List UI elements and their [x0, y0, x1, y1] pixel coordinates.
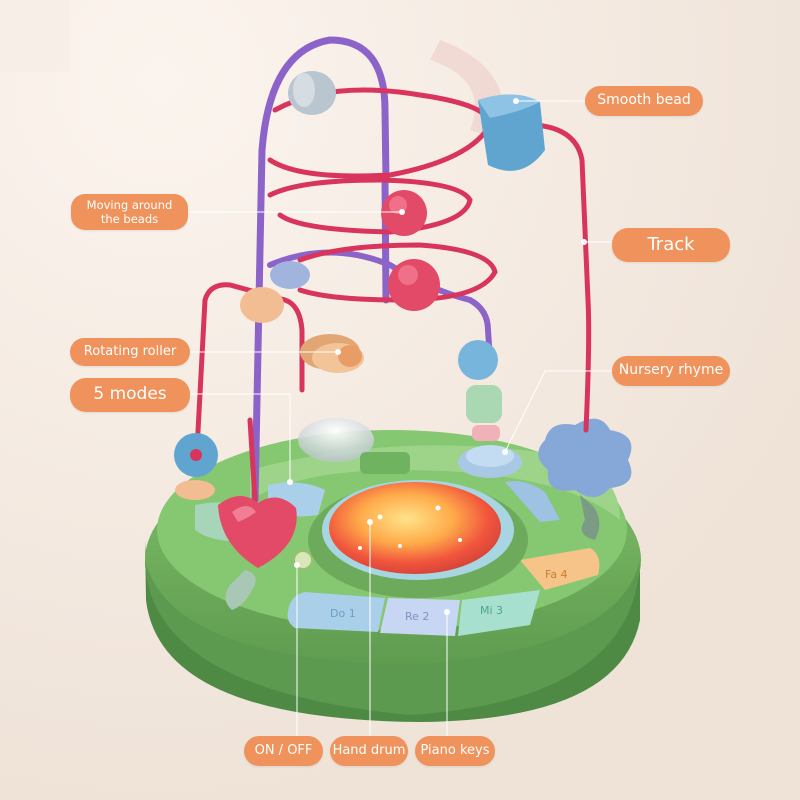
callout-hand-drum: Hand drum — [330, 736, 408, 766]
sprout-decoration — [225, 570, 256, 610]
flower-knob — [538, 418, 632, 498]
blue-bead-right — [458, 340, 498, 380]
modes-dot — [287, 479, 293, 485]
peach-bead-left — [175, 480, 215, 500]
piano-key-4-label: Fa 4 — [545, 568, 568, 581]
callout-nursery-text: Nursery rhyme — [618, 362, 724, 379]
callout-nursery-rhyme: Nursery rhyme — [612, 356, 730, 386]
callout-piano-text: Piano keys — [420, 742, 490, 758]
callout-modes-text: 5 modes — [93, 384, 167, 405]
piano-keys: Do 1 Re 2 Mi 3 Fa 4 — [287, 548, 600, 636]
piano-key-3 — [458, 590, 540, 636]
piano-key-1 — [287, 592, 385, 632]
speaker-grill — [360, 452, 410, 474]
piano-key-4 — [520, 548, 600, 590]
piano-dot — [444, 609, 450, 615]
drum-dot — [367, 519, 373, 525]
callout-smooth-bead-text: Smooth bead — [597, 92, 691, 109]
purple-wire-2 — [381, 176, 390, 304]
red-bead-2 — [388, 259, 440, 311]
red-wire-right — [507, 121, 592, 433]
red-wire-front — [247, 417, 258, 503]
piano-key-1-label: Do 1 — [330, 607, 356, 620]
blue-bead-mid — [270, 261, 310, 289]
teal-bead-stack — [466, 385, 502, 423]
callout-smooth-bead: Smooth bead — [585, 86, 703, 116]
callout-piano-keys: Piano keys — [415, 736, 495, 766]
callout-lines — [186, 98, 614, 736]
piano-key-2-label: Re 2 — [405, 610, 429, 623]
callout-roller-text: Rotating roller — [83, 343, 177, 359]
callout-five-modes: 5 modes — [70, 378, 190, 412]
callout-drum-text: Hand drum — [332, 742, 406, 758]
flower-stem — [580, 495, 600, 540]
nursery-dot — [502, 449, 508, 455]
pink-bead-stack — [472, 425, 500, 441]
red-spiral-low — [297, 242, 498, 303]
callout-moving-beads: Moving around the beads — [71, 194, 188, 230]
on-off-dot — [294, 562, 300, 568]
peach-bead — [240, 287, 284, 323]
callout-rotating-roller: Rotating roller — [70, 338, 190, 366]
callout-track-text: Track — [647, 233, 695, 255]
piano-key-3-label: Mi 3 — [480, 604, 503, 617]
red-spiral-mid — [267, 177, 473, 235]
callout-moving-line-1: Moving around — [86, 197, 173, 212]
background-block — [0, 0, 70, 72]
purple-wire-1 — [251, 36, 390, 504]
smooth-bead — [478, 94, 545, 171]
callout-track: Track — [612, 228, 730, 262]
callout-on-off: ON / OFF — [244, 736, 323, 766]
blue-key-piece — [505, 481, 560, 522]
heart-bead — [218, 495, 297, 568]
light-dome — [298, 418, 374, 462]
piano-key-2 — [380, 598, 460, 636]
callout-on-off-text: ON / OFF — [254, 742, 313, 758]
callout-moving-line-2: the beads — [100, 212, 159, 226]
